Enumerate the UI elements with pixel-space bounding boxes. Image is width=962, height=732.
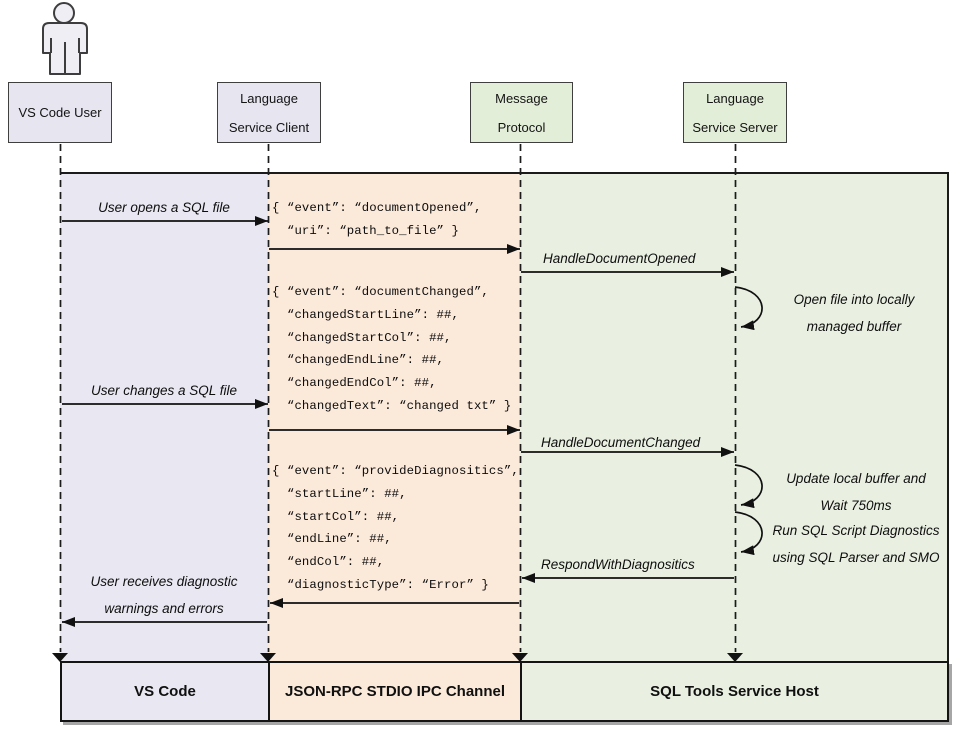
actor-label: Language (240, 90, 298, 106)
json-line: “changedStartLine”: ##, (272, 307, 459, 322)
footer-lanes: VS Code JSON-RPC STDIO IPC Channel SQL T… (60, 661, 949, 722)
actor-label: VS Code User (18, 105, 102, 120)
note-update-buffer: Update local buffer and Wait 750ms (786, 471, 926, 513)
diagram-lanes (60, 172, 949, 661)
actor-box-message-protocol: Message Protocol (470, 82, 573, 143)
json-message-document-changed: { “event”: “documentChanged”, “changedSt… (272, 281, 511, 418)
note-run-diagnostics: Run SQL Script Diagnostics using SQL Par… (772, 523, 940, 565)
json-line: { “event”: “documentChanged”, (272, 285, 489, 299)
label-user-changes-sql-file: User changes a SQL file (90, 383, 238, 398)
label-user-receives-diagnostics: User receives diagnostic warnings and er… (90, 574, 238, 616)
json-line: “changedEndLine”: ##, (272, 353, 445, 368)
json-line: “changedEndCol”: ##, (272, 376, 437, 391)
json-line: “changedStartCol”: ##, (272, 330, 452, 345)
json-line: “endCol”: ##, (272, 555, 385, 570)
label-handle-document-changed: HandleDocumentChanged (541, 435, 701, 450)
label-user-opens-sql-file: User opens a SQL file (98, 200, 230, 215)
lane-sql-tools-service-host (520, 174, 947, 661)
actor-box-vs-code-user: VS Code User (8, 82, 112, 143)
json-line: “endLine”: ##, (272, 532, 392, 547)
json-message-document-opened: { “event”: “documentOpened”, “uri”: “pat… (272, 197, 481, 243)
label-respond-with-diagnostics: RespondWithDiagnositics (541, 557, 695, 572)
json-line: { “event”: “provideDiagnositics”, (272, 464, 519, 478)
json-line: { “event”: “documentOpened”, (272, 201, 482, 215)
actor-label: Language (706, 90, 764, 106)
user-actor-icon (42, 2, 88, 75)
footer-box-vs-code: VS Code (62, 663, 268, 720)
json-line: “changedText”: “changed txt” } (272, 398, 512, 413)
actor-label: Service Client (228, 119, 310, 135)
actor-box-language-service-client: Language Service Client (217, 82, 321, 143)
actor-label: Message (495, 90, 548, 106)
actor-label: Service Server (692, 119, 778, 135)
lane-json-rpc-channel (268, 174, 520, 661)
footer-box-json-rpc-channel: JSON-RPC STDIO IPC Channel (268, 663, 520, 720)
json-line: “uri”: “path_to_file” } (272, 223, 459, 238)
json-message-provide-diagnostics: { “event”: “provideDiagnositics”, “start… (272, 460, 519, 597)
json-line: “startLine”: ##, (272, 486, 407, 501)
json-line: “diagnosticType”: “Error” } (272, 577, 489, 592)
label-handle-document-opened: HandleDocumentOpened (543, 251, 696, 266)
footer-box-sql-tools-service-host: SQL Tools Service Host (520, 663, 947, 720)
lane-vs-code (60, 174, 268, 661)
actor-box-language-service-server: Language Service Server (683, 82, 787, 143)
actor-label: Protocol (497, 119, 546, 135)
json-line: “startCol”: ##, (272, 509, 400, 524)
note-open-file: Open file into locally managed buffer (793, 292, 915, 334)
